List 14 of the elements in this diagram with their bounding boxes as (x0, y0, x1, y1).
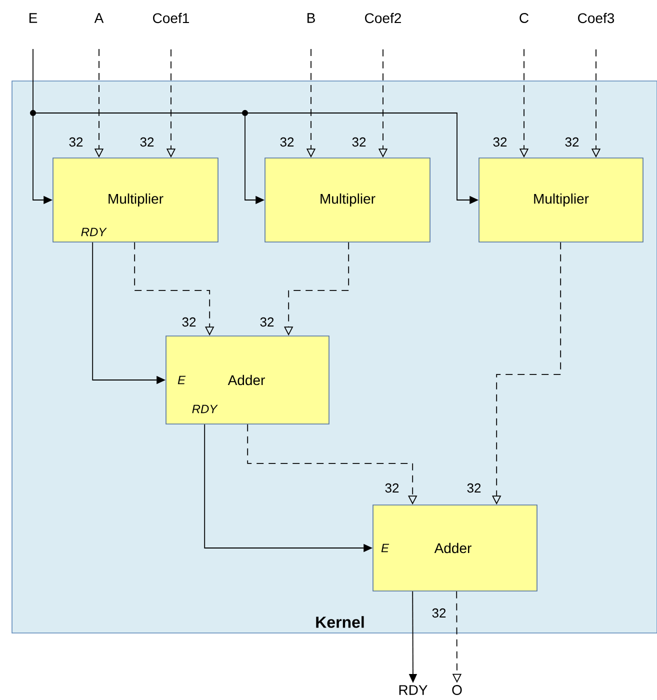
block-box: E Adder (372, 504, 538, 592)
block-box: Multiplier (478, 158, 644, 242)
signal-label: Coef3 (578, 12, 614, 24)
signal-label: A (94, 13, 104, 23)
signal-label: E (29, 13, 38, 23)
signal-label: B (307, 13, 315, 23)
signal-label: RDY (399, 685, 428, 695)
signal-label: C (520, 13, 529, 23)
block-box: E Adder RDY (166, 336, 330, 424)
signal-label: Coef1 (153, 12, 189, 24)
signal-label: Coef2 (365, 12, 401, 24)
block-box: Multiplier RDY (52, 158, 218, 242)
block-box: Multiplier (264, 158, 430, 242)
signal-label: O (452, 685, 462, 695)
